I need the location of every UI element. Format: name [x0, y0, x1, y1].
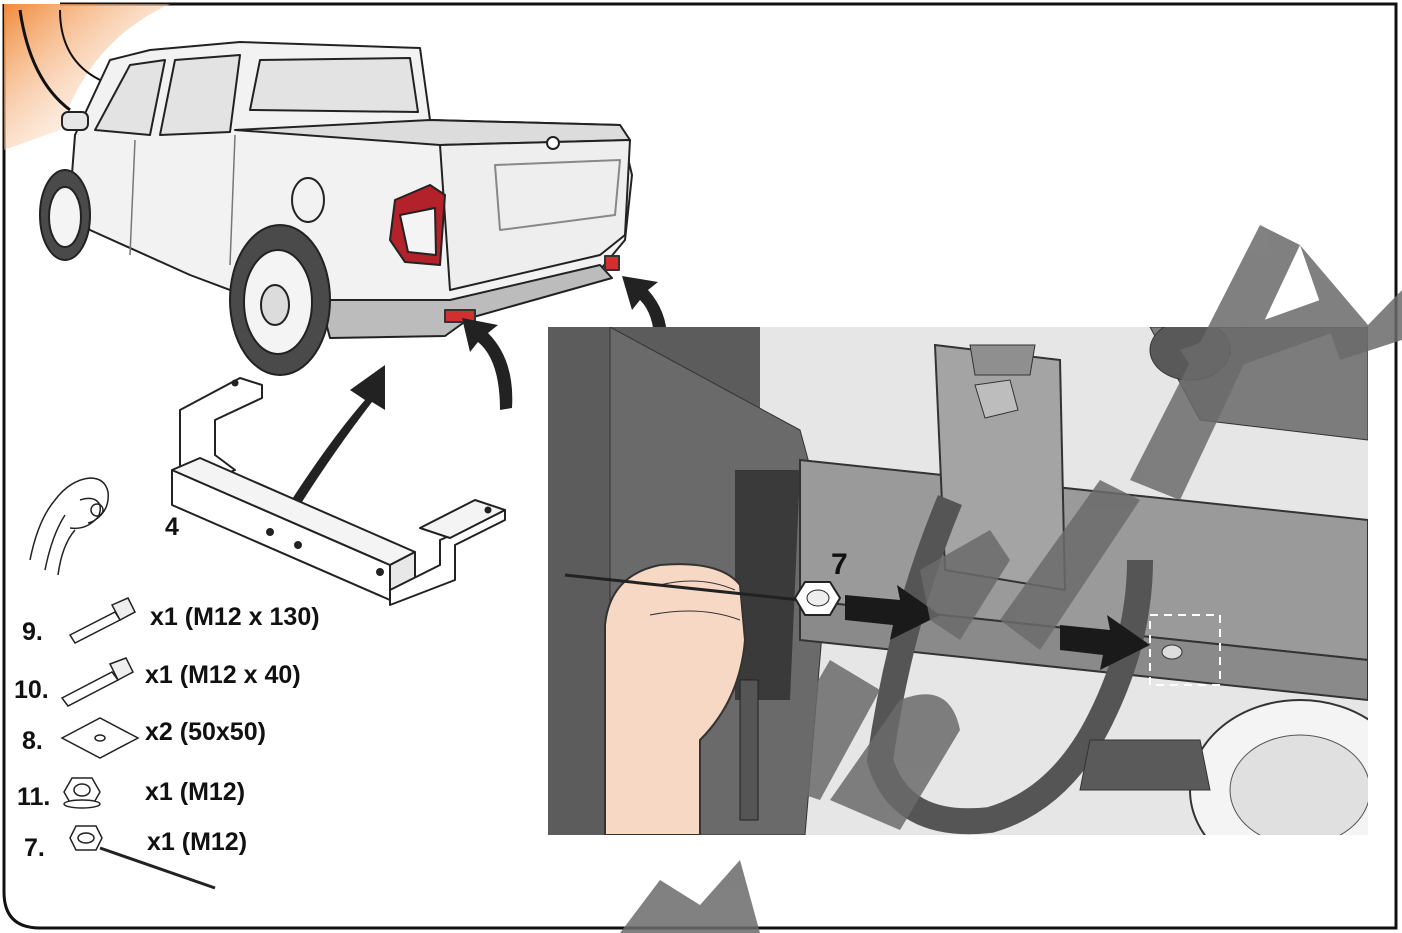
part-qty-8: x2 (50x50) — [145, 718, 266, 746]
part-qty-7: x1 (M12) — [147, 828, 248, 856]
towbar-crossbeam-illustration — [171, 377, 506, 606]
square-washer-icon — [60, 717, 140, 759]
long-bolt-icon — [68, 597, 136, 644]
bolt-icon — [60, 657, 134, 707]
part-number-9: 9. — [22, 618, 43, 646]
part-4-label: 4 — [165, 513, 179, 541]
part-qty-11: x1 (M12) — [145, 778, 246, 806]
flange-nut-icon — [63, 777, 101, 809]
part-qty-9: x1 (M12 x 130) — [150, 603, 320, 631]
part-number-7: 7. — [24, 834, 45, 862]
part-number-11: 11. — [17, 783, 51, 811]
hand-tighten-icon — [29, 477, 109, 576]
pickup-truck-illustration — [39, 41, 633, 376]
detail-inset — [548, 327, 1368, 835]
part-number-8: 8. — [22, 727, 43, 755]
part-qty-10: x1 (M12 x 40) — [145, 661, 301, 689]
step-7-callout: 7 — [831, 548, 848, 581]
corner-accent — [4, 4, 170, 150]
nut-on-wire-icon — [69, 825, 216, 890]
watermark-original — [620, 225, 1402, 933]
part-number-10: 10. — [14, 676, 49, 704]
